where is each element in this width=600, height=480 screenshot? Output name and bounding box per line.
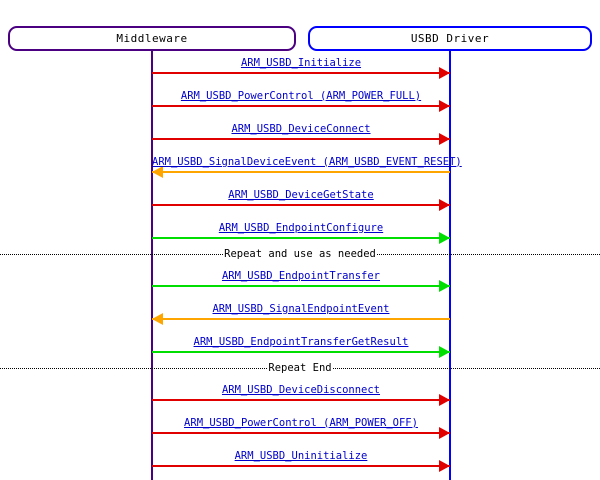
divider-dash-left-0: [0, 253, 224, 255]
message-label-11: ARM_USBD_Uninitialize: [234, 449, 368, 462]
arrowhead-left-7: [152, 313, 163, 325]
message-line-0: [152, 72, 450, 74]
message-line-6: [152, 285, 450, 287]
divider-dash-right-0: [376, 253, 600, 255]
divider-0: Repeat and use as needed: [0, 247, 600, 261]
divider-dash-right-1: [332, 367, 600, 369]
message-label-0: ARM_USBD_Initialize: [240, 56, 362, 69]
message-label-1: ARM_USBD_PowerControl (ARM_POWER_FULL): [180, 89, 422, 102]
message-line-10: [152, 432, 450, 434]
participant-box-middleware[interactable]: Middleware: [8, 26, 296, 51]
message-line-4: [152, 204, 450, 206]
message-label-8: ARM_USBD_EndpointTransferGetResult: [193, 335, 409, 348]
message-label-3: ARM_USBD_SignalDeviceEvent (ARM_USBD_EVE…: [152, 155, 462, 168]
arrowhead-right-8: [439, 346, 450, 358]
arrowhead-right-9: [439, 394, 450, 406]
arrowhead-right-11: [439, 460, 450, 472]
message-line-2: [152, 138, 450, 140]
message-line-5: [152, 237, 450, 239]
message-label-7: ARM_USBD_SignalEndpointEvent: [212, 302, 390, 315]
message-label-5: ARM_USBD_EndpointConfigure: [218, 221, 384, 234]
message-line-7: [152, 318, 450, 320]
message-label-4: ARM_USBD_DeviceGetState: [228, 188, 374, 201]
message-label-9: ARM_USBD_DeviceDisconnect: [221, 383, 381, 396]
divider-1: Repeat End: [0, 361, 600, 375]
divider-dash-left-1: [0, 367, 268, 369]
arrowhead-right-10: [439, 427, 450, 439]
message-label-6: ARM_USBD_EndpointTransfer: [221, 269, 381, 282]
message-label-2: ARM_USBD_DeviceConnect: [231, 122, 371, 135]
divider-label-0: Repeat and use as needed: [224, 247, 376, 260]
arrowhead-right-2: [439, 133, 450, 145]
participant-label-middleware: Middleware: [116, 32, 188, 45]
arrowhead-right-4: [439, 199, 450, 211]
arrowhead-right-6: [439, 280, 450, 292]
arrowhead-left-3: [152, 166, 163, 178]
message-line-1: [152, 105, 450, 107]
message-line-3: [152, 171, 450, 173]
message-label-10: ARM_USBD_PowerControl (ARM_POWER_OFF): [184, 416, 418, 429]
message-line-11: [152, 465, 450, 467]
arrowhead-right-0: [439, 67, 450, 79]
lifeline-usbd_driver: [449, 51, 451, 480]
arrowhead-right-5: [439, 232, 450, 244]
message-line-9: [152, 399, 450, 401]
participant-box-usbd_driver[interactable]: USBD Driver: [308, 26, 592, 51]
lifeline-middleware: [151, 51, 153, 480]
participant-label-usbd_driver: USBD Driver: [410, 32, 490, 45]
message-line-8: [152, 351, 450, 353]
arrowhead-right-1: [439, 100, 450, 112]
divider-label-1: Repeat End: [268, 361, 332, 374]
